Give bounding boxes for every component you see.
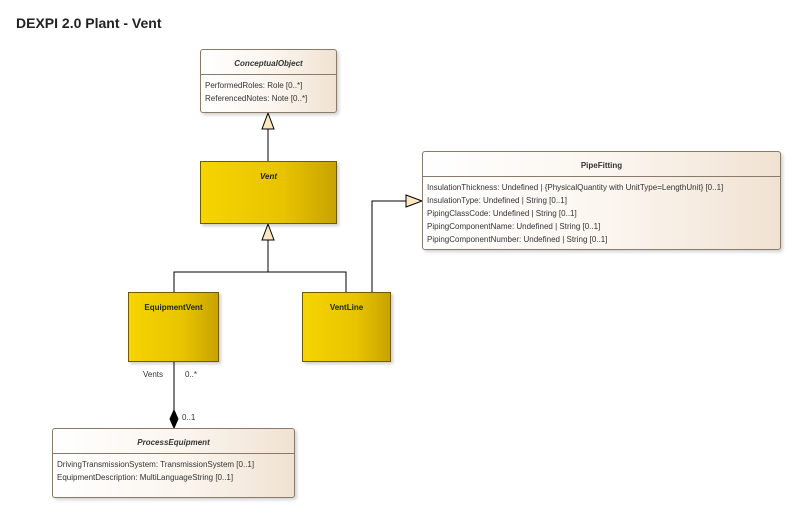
diagram-title: DEXPI 2.0 Plant - Vent (16, 15, 162, 31)
class-name: EquipmentVent (144, 303, 203, 312)
class-attribute: InsulationThickness: Undefined | {Physic… (427, 183, 724, 192)
class-attribute: DrivingTransmissionSystem: TransmissionS… (57, 460, 255, 469)
class-attribute: PipingClassCode: Undefined | String [0..… (427, 209, 577, 218)
class-process-equipment[interactable]: ProcessEquipment DrivingTransmissionSyst… (52, 428, 295, 498)
generalization-equipmentvent-vent (173, 271, 268, 292)
association-role-label: Vents (143, 370, 164, 379)
class-attribute: EquipmentDescription: MultiLanguageStrin… (57, 473, 234, 482)
class-pipe-fitting[interactable]: PipeFitting InsulationThickness: Undefin… (422, 151, 781, 250)
association-source-multiplicity: 0..1 (182, 413, 196, 422)
class-equipment-vent[interactable]: EquipmentVent (128, 292, 219, 362)
generalization-arrowhead-icon (405, 194, 424, 208)
class-conceptual-object[interactable]: ConceptualObject PerformedRoles: Role [0… (200, 49, 337, 113)
generalization-ventline-vent (268, 271, 347, 292)
class-name: VentLine (329, 303, 364, 312)
generalization-arrowhead-icon (261, 111, 275, 130)
class-name: Vent (259, 172, 278, 181)
class-name: PipeFitting (580, 161, 623, 170)
class-separator (201, 74, 336, 75)
class-name: ProcessEquipment (137, 438, 210, 447)
composition-diamond-icon (169, 408, 179, 430)
association-target-multiplicity: 0..* (185, 370, 198, 379)
class-vent-line[interactable]: VentLine (302, 292, 391, 362)
class-separator (423, 176, 780, 177)
class-vent[interactable]: Vent (200, 161, 337, 224)
class-attribute: PipingComponentNumber: Undefined | Strin… (427, 235, 608, 244)
class-attribute: PipingComponentName: Undefined | String … (427, 222, 601, 231)
class-name: ConceptualObject (234, 59, 303, 68)
class-attribute: PerformedRoles: Role [0..*] (205, 81, 303, 90)
generalization-ventline-pipefitting (371, 200, 406, 292)
class-separator (53, 453, 294, 454)
class-attribute: InsulationType: Undefined | String [0..1… (427, 196, 567, 205)
generalization-arrowhead-icon (261, 222, 275, 241)
class-attribute: ReferencedNotes: Note [0..*] (205, 94, 308, 103)
